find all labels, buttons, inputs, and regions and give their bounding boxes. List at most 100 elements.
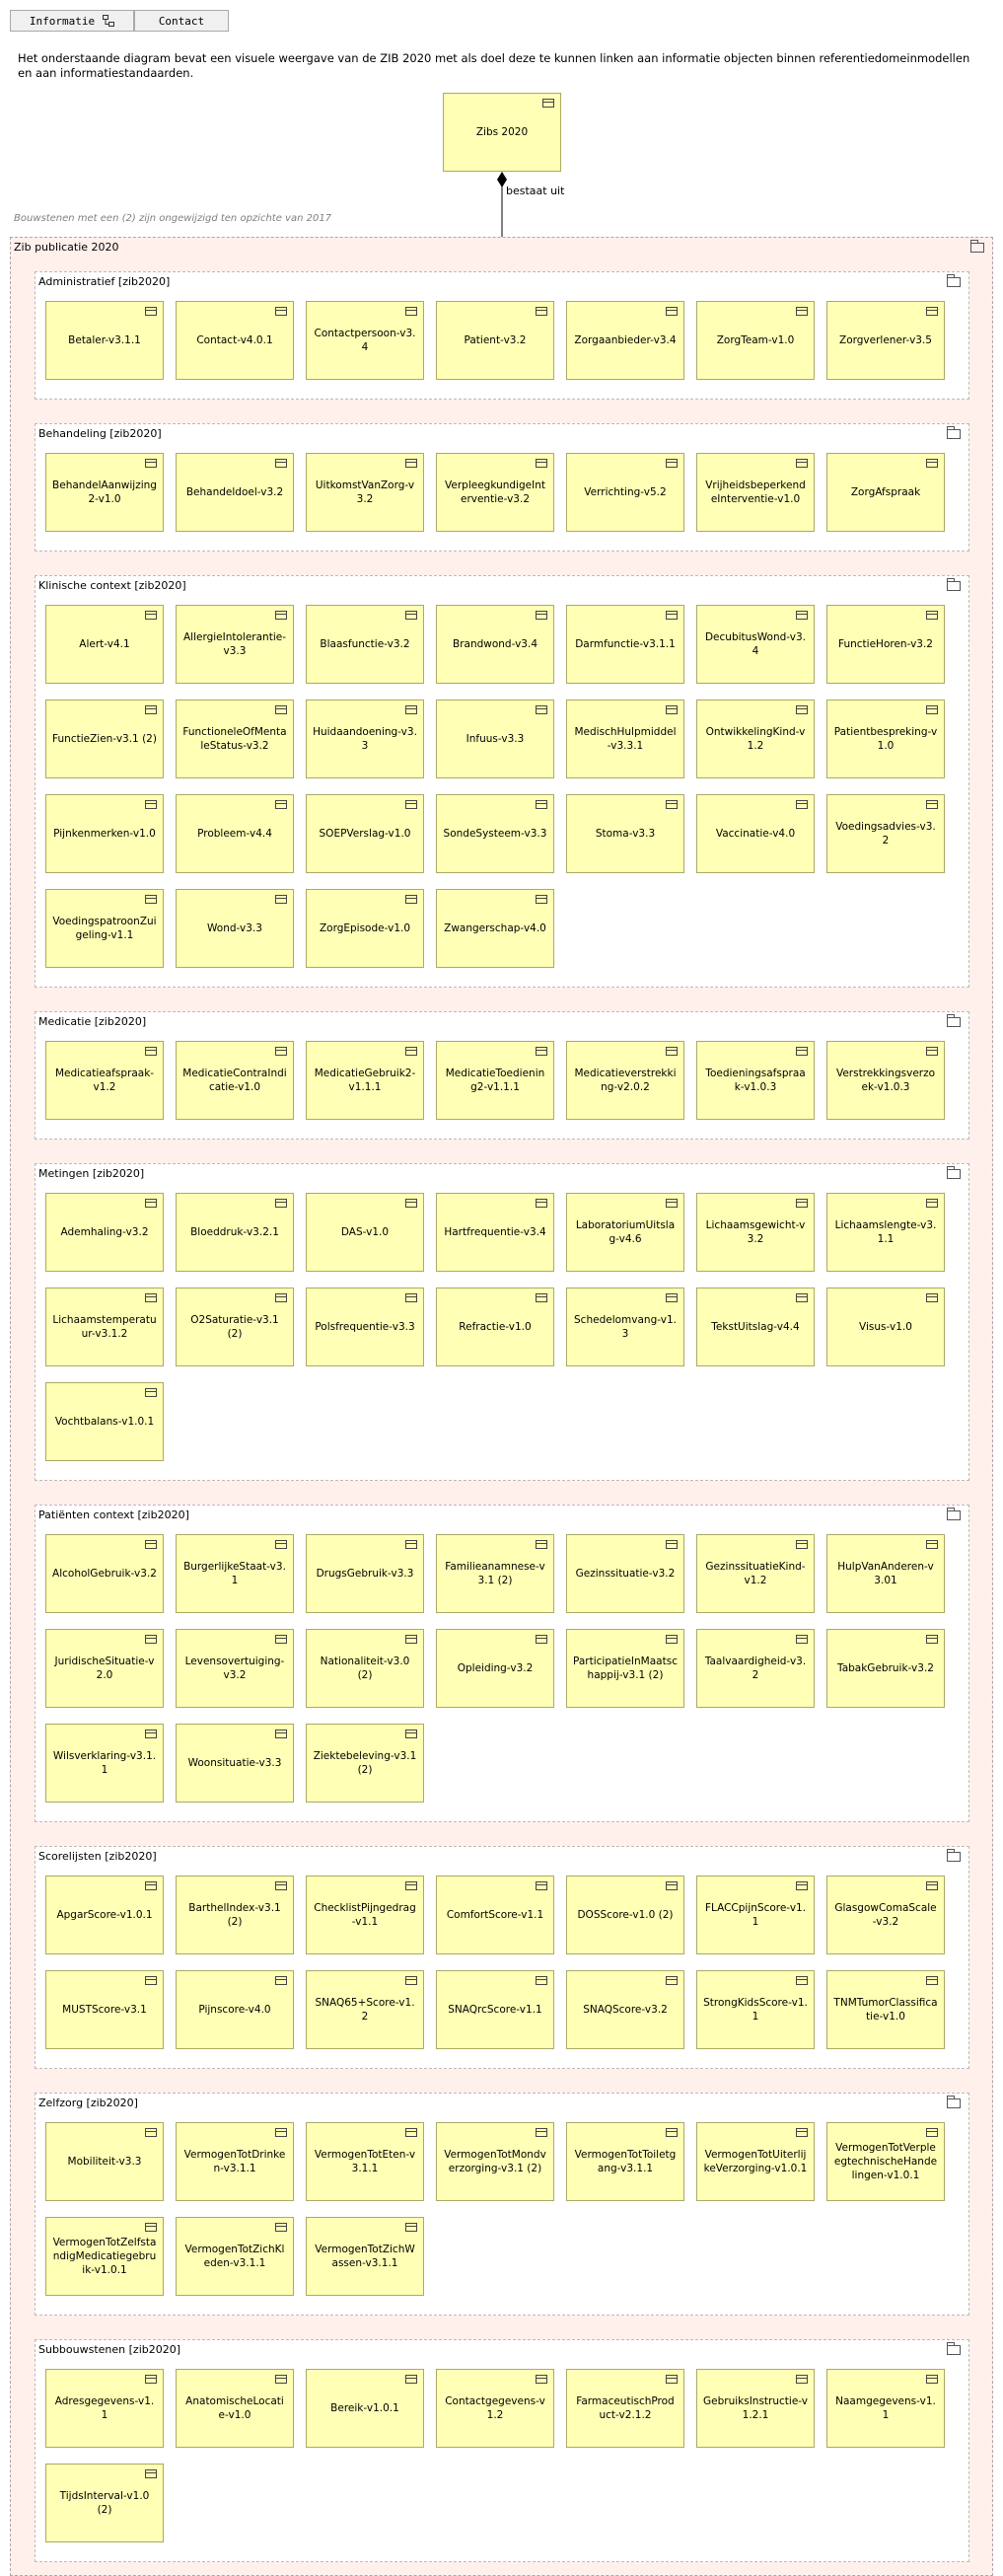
zib-element[interactable]: Voedingsadvies-v3.2 bbox=[826, 794, 945, 873]
zib-element[interactable]: Betaler-v3.1.1 bbox=[45, 301, 164, 380]
zib-element[interactable]: HulpVanAnderen-v3.01 bbox=[826, 1534, 945, 1613]
zib-element[interactable]: TijdsInterval-v1.0 (2) bbox=[45, 2464, 164, 2542]
zib-element[interactable]: Mobiliteit-v3.3 bbox=[45, 2122, 164, 2201]
zib-element[interactable]: Gezinssituatie-v3.2 bbox=[566, 1534, 684, 1613]
zib-element[interactable]: Zorgverlener-v3.5 bbox=[826, 301, 945, 380]
zib-element[interactable]: SNAQScore-v3.2 bbox=[566, 1970, 684, 2049]
zib-element[interactable]: BurgerlijkeStaat-v3.1 bbox=[176, 1534, 294, 1613]
zib-element[interactable]: SondeSysteem-v3.3 bbox=[436, 794, 554, 873]
zib-element[interactable]: DrugsGebruik-v3.3 bbox=[306, 1534, 424, 1613]
zib-element[interactable]: O2Saturatie-v3.1 (2) bbox=[176, 1288, 294, 1366]
zib-element[interactable]: Bereik-v1.0.1 bbox=[306, 2369, 424, 2448]
zib-element[interactable]: FunctieHoren-v3.2 bbox=[826, 605, 945, 684]
zib-element[interactable]: Ziektebeleving-v3.1 (2) bbox=[306, 1724, 424, 1803]
zib-element[interactable]: Brandwond-v3.4 bbox=[436, 605, 554, 684]
zib-element[interactable]: Medicatieafspraak-v1.2 bbox=[45, 1041, 164, 1120]
zib-element[interactable]: GlasgowComaScale-v3.2 bbox=[826, 1876, 945, 1954]
zib-element[interactable]: Ademhaling-v3.2 bbox=[45, 1193, 164, 1272]
zib-element[interactable]: StrongKidsScore-v1.1 bbox=[696, 1970, 815, 2049]
zib-element[interactable]: Zorgaanbieder-v3.4 bbox=[566, 301, 684, 380]
zib-element[interactable]: Schedelomvang-v1.3 bbox=[566, 1288, 684, 1366]
zib-element[interactable]: VrijheidsbeperkendeInterventie-v1.0 bbox=[696, 453, 815, 532]
zib-element[interactable]: Refractie-v1.0 bbox=[436, 1288, 554, 1366]
zib-element[interactable]: FunctioneleOfMentaleStatus-v3.2 bbox=[176, 699, 294, 778]
zib-element[interactable]: MUSTScore-v3.1 bbox=[45, 1970, 164, 2049]
contact-button[interactable]: Contact bbox=[134, 10, 229, 32]
zib-element[interactable]: ZorgAfspraak bbox=[826, 453, 945, 532]
zib-element[interactable]: VermogenTotDrinken-v3.1.1 bbox=[176, 2122, 294, 2201]
zib-element[interactable]: TabakGebruik-v3.2 bbox=[826, 1629, 945, 1708]
zib-element[interactable]: Probleem-v4.4 bbox=[176, 794, 294, 873]
zib-element[interactable]: VermogenTotZichWassen-v3.1.1 bbox=[306, 2217, 424, 2296]
zib-element[interactable]: Verstrekkingsverzoek-v1.0.3 bbox=[826, 1041, 945, 1120]
zib-element[interactable]: FunctieZien-v3.1 (2) bbox=[45, 699, 164, 778]
zib-element[interactable]: JuridischeSituatie-v2.0 bbox=[45, 1629, 164, 1708]
zib-element[interactable]: DecubitusWond-v3.4 bbox=[696, 605, 815, 684]
zib-element[interactable]: Contact-v4.0.1 bbox=[176, 301, 294, 380]
zib-element[interactable]: LaboratoriumUitslag-v4.6 bbox=[566, 1193, 684, 1272]
zib-element[interactable]: SNAQrcScore-v1.1 bbox=[436, 1970, 554, 2049]
zib-element[interactable]: GezinssituatieKind-v1.2 bbox=[696, 1534, 815, 1613]
zib-element[interactable]: ChecklistPijngedrag-v1.1 bbox=[306, 1876, 424, 1954]
zib-element[interactable]: Infuus-v3.3 bbox=[436, 699, 554, 778]
zib-element[interactable]: Familieanamnese-v3.1 (2) bbox=[436, 1534, 554, 1613]
zib-element[interactable]: VermogenTotVerpleegtechnischeHandelingen… bbox=[826, 2122, 945, 2201]
zib-element[interactable]: TNMTumorClassificatie-v1.0 bbox=[826, 1970, 945, 2049]
zib-element[interactable]: BarthelIndex-v3.1 (2) bbox=[176, 1876, 294, 1954]
root-element-zibs-2020[interactable]: Zibs 2020 bbox=[443, 93, 561, 172]
zib-element[interactable]: Behandeldoel-v3.2 bbox=[176, 453, 294, 532]
zib-element[interactable]: Lichaamsgewicht-v3.2 bbox=[696, 1193, 815, 1272]
zib-element[interactable]: Blaasfunctie-v3.2 bbox=[306, 605, 424, 684]
zib-element[interactable]: ComfortScore-v1.1 bbox=[436, 1876, 554, 1954]
zib-element[interactable]: Opleiding-v3.2 bbox=[436, 1629, 554, 1708]
zib-element[interactable]: MedicatieGebruik2-v1.1.1 bbox=[306, 1041, 424, 1120]
zib-element[interactable]: Bloeddruk-v3.2.1 bbox=[176, 1193, 294, 1272]
zib-element[interactable]: TekstUitslag-v4.4 bbox=[696, 1288, 815, 1366]
zib-element[interactable]: ApgarScore-v1.0.1 bbox=[45, 1876, 164, 1954]
zib-element[interactable]: SNAQ65+Score-v1.2 bbox=[306, 1970, 424, 2049]
zib-element[interactable]: ZorgEpisode-v1.0 bbox=[306, 889, 424, 968]
zib-element[interactable]: VerpleegkundigeInterventie-v3.2 bbox=[436, 453, 554, 532]
zib-element[interactable]: Hartfrequentie-v3.4 bbox=[436, 1193, 554, 1272]
zib-element[interactable]: Stoma-v3.3 bbox=[566, 794, 684, 873]
zib-element[interactable]: Vaccinatie-v4.0 bbox=[696, 794, 815, 873]
zib-element[interactable]: Wond-v3.3 bbox=[176, 889, 294, 968]
zib-element[interactable]: Huidaandoening-v3.3 bbox=[306, 699, 424, 778]
zib-element[interactable]: VermogenTotZichKleden-v3.1.1 bbox=[176, 2217, 294, 2296]
zib-element[interactable]: UitkomstVanZorg-v3.2 bbox=[306, 453, 424, 532]
zib-element[interactable]: Toedieningsafspraak-v1.0.3 bbox=[696, 1041, 815, 1120]
zib-element[interactable]: ZorgTeam-v1.0 bbox=[696, 301, 815, 380]
zib-element[interactable]: Patient-v3.2 bbox=[436, 301, 554, 380]
zib-element[interactable]: MedicatieContraIndicatie-v1.0 bbox=[176, 1041, 294, 1120]
zib-element[interactable]: Darmfunctie-v3.1.1 bbox=[566, 605, 684, 684]
zib-element[interactable]: Contactgegevens-v1.2 bbox=[436, 2369, 554, 2448]
zib-element[interactable]: Patientbespreking-v1.0 bbox=[826, 699, 945, 778]
zib-element[interactable]: DAS-v1.0 bbox=[306, 1193, 424, 1272]
zib-element[interactable]: Lichaamslengte-v3.1.1 bbox=[826, 1193, 945, 1272]
zib-element[interactable]: MedischHulpmiddel-v3.3.1 bbox=[566, 699, 684, 778]
zib-element[interactable]: VermogenTotEten-v3.1.1 bbox=[306, 2122, 424, 2201]
zib-element[interactable]: Alert-v4.1 bbox=[45, 605, 164, 684]
zib-element[interactable]: AlcoholGebruik-v3.2 bbox=[45, 1534, 164, 1613]
zib-element[interactable]: Zwangerschap-v4.0 bbox=[436, 889, 554, 968]
zib-element[interactable]: Wilsverklaring-v3.1.1 bbox=[45, 1724, 164, 1803]
zib-element[interactable]: Lichaamstemperatuur-v3.1.2 bbox=[45, 1288, 164, 1366]
zib-element[interactable]: VermogenTotUiterlijkeVerzorging-v1.0.1 bbox=[696, 2122, 815, 2201]
zib-element[interactable]: AllergieIntolerantie-v3.3 bbox=[176, 605, 294, 684]
zib-element[interactable]: VoedingspatroonZuigeling-v1.1 bbox=[45, 889, 164, 968]
zib-element[interactable]: Naamgegevens-v1.1 bbox=[826, 2369, 945, 2448]
zib-element[interactable]: VermogenTotZelfstandigMedicatiegebruik-v… bbox=[45, 2217, 164, 2296]
zib-element[interactable]: DOSScore-v1.0 (2) bbox=[566, 1876, 684, 1954]
zib-element[interactable]: FLACCpijnScore-v1.1 bbox=[696, 1876, 815, 1954]
zib-element[interactable]: Taalvaardigheid-v3.2 bbox=[696, 1629, 815, 1708]
zib-element[interactable]: ParticipatieInMaatschappij-v3.1 (2) bbox=[566, 1629, 684, 1708]
zib-element[interactable]: GebruiksInstructie-v1.2.1 bbox=[696, 2369, 815, 2448]
zib-element[interactable]: Polsfrequentie-v3.3 bbox=[306, 1288, 424, 1366]
zib-element[interactable]: Contactpersoon-v3.4 bbox=[306, 301, 424, 380]
zib-element[interactable]: VermogenTotToiletgang-v3.1.1 bbox=[566, 2122, 684, 2201]
zib-element[interactable]: Adresgegevens-v1.1 bbox=[45, 2369, 164, 2448]
zib-element[interactable]: Vochtbalans-v1.0.1 bbox=[45, 1382, 164, 1461]
zib-element[interactable]: Levensovertuiging-v3.2 bbox=[176, 1629, 294, 1708]
zib-element[interactable]: MedicatieToediening2-v1.1.1 bbox=[436, 1041, 554, 1120]
zib-element[interactable]: Verrichting-v5.2 bbox=[566, 453, 684, 532]
